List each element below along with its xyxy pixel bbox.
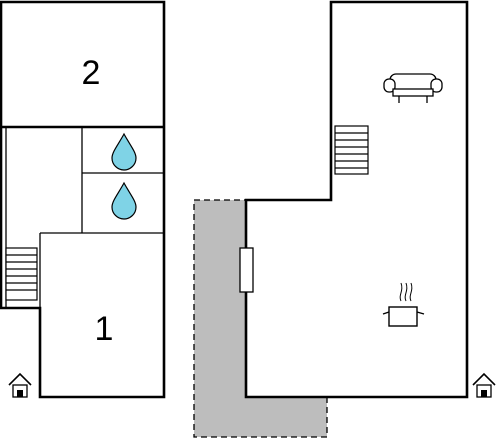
water-drop-icon (111, 132, 137, 171)
water-drop-icon (111, 181, 137, 220)
room-1-label: 1 (95, 310, 114, 348)
cooking-pot-icon (382, 282, 425, 327)
terrace (193, 199, 328, 438)
entrance-house-icon (8, 372, 32, 398)
sofa-icon (383, 73, 443, 103)
right-unit-outer-wall (244, 0, 469, 399)
entrance-house-icon (472, 372, 496, 398)
stairs-icon (5, 247, 38, 301)
left-unit-outer-wall (0, 0, 166, 399)
stairs-icon (334, 125, 369, 175)
left-unit: 2 1 (0, 0, 166, 399)
room-2-label: 2 (82, 54, 101, 92)
right-unit (239, 0, 496, 399)
window-icon (239, 247, 254, 293)
